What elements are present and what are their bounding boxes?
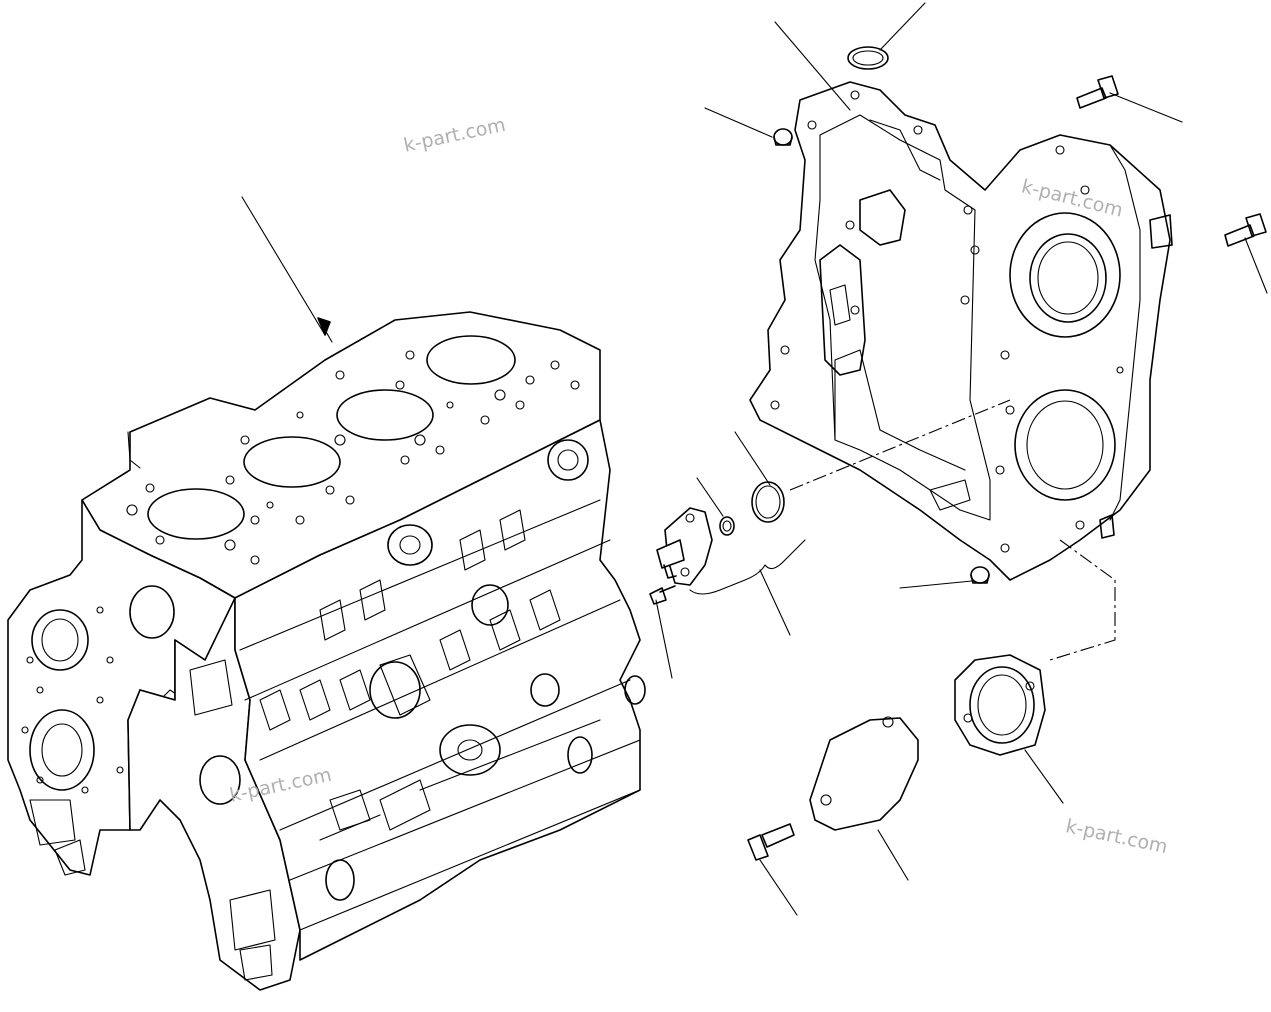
o-ring-seal [751,481,785,523]
bolt-right [1224,213,1267,247]
brace [689,539,806,595]
washer-small [719,516,735,536]
flange-sensor [656,507,713,586]
plug-lower [970,566,990,584]
bolt-flange [649,585,676,605]
gasket [954,654,1046,756]
cylinder-block [7,311,646,991]
o-ring-top [847,46,889,70]
gear-case [749,81,1173,581]
bolt-upper-right [1076,75,1119,109]
plug-upper [773,128,793,146]
cover-plate [809,716,919,831]
bolt-lower [747,823,795,861]
leader-lines [241,2,1268,916]
